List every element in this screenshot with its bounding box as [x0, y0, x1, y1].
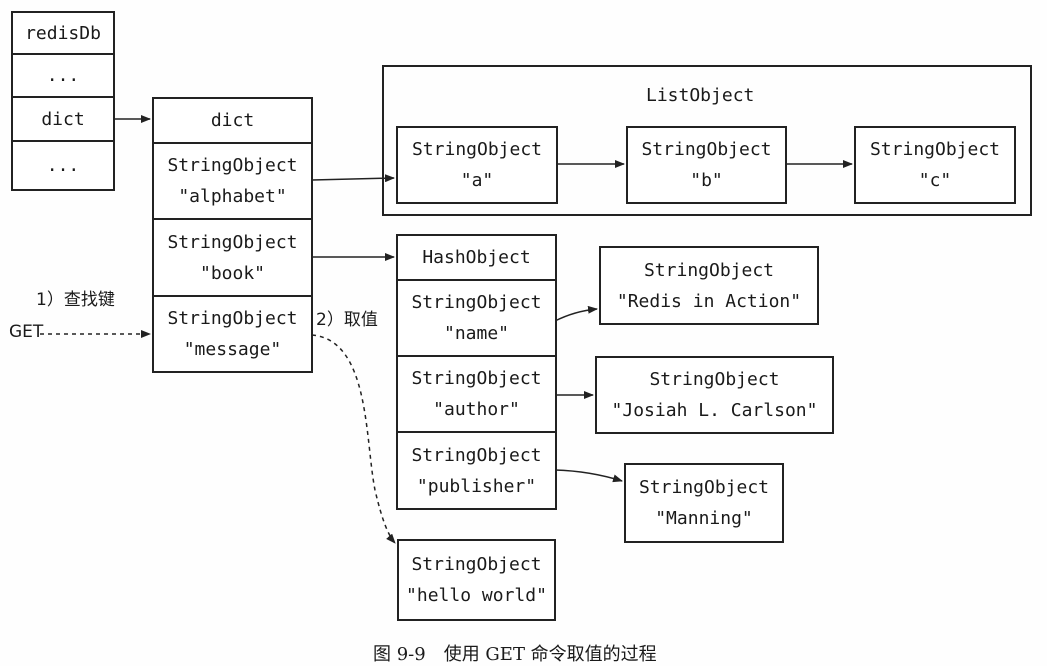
arrow-publisher-to-value [554, 469, 623, 483]
arrow-name-to-value [554, 305, 598, 322]
figure-caption: 图 9-9 使用 GET 命令取值的过程 [373, 644, 657, 665]
hash-field-type: StringObject [411, 444, 542, 466]
get-command-label: GET [9, 322, 44, 342]
hash-value-type: StringObject [638, 477, 770, 498]
list-object-title: ListObject [646, 85, 755, 106]
hash-field-key: "name" [443, 323, 510, 344]
list-item-type: StringObject [411, 139, 543, 160]
step2-label: 2）取值 [316, 310, 378, 330]
redisdb-header: redisDb [11, 11, 115, 55]
hash-field-key: "author" [433, 399, 520, 420]
dict-entry-type: StringObject [167, 231, 298, 253]
hash-field-key: "publisher" [416, 475, 537, 497]
hash-value-text: "Redis in Action" [616, 290, 802, 312]
dict-entry-book: StringObject "book" [152, 218, 313, 297]
redisdb-ellipsis-1: ... [11, 53, 115, 98]
dict-entry-key: "message" [183, 339, 282, 360]
list-item-c: StringObject "c" [854, 126, 1016, 204]
hash-value-publisher: StringObject "Manning" [624, 463, 784, 543]
arrow-alphabet-to-list [311, 174, 395, 183]
result-type: StringObject [411, 554, 542, 575]
hash-field-type: StringObject [411, 292, 542, 313]
hash-value-type: StringObject [643, 259, 775, 281]
dict-entry-message: StringObject "message" [152, 295, 313, 373]
redisdb-ellipsis-2: ... [11, 140, 115, 191]
dict-entry-key: "alphabet" [178, 186, 287, 207]
dict-entry-type: StringObject [167, 308, 298, 329]
hash-field-publisher: StringObject "publisher" [396, 431, 557, 510]
dict-entry-alphabet: StringObject "alphabet" [152, 142, 313, 220]
hash-field-type: StringObject [411, 368, 542, 389]
hash-value-author: StringObject "Josiah L. Carlson" [595, 356, 834, 434]
list-item-value: "b" [690, 170, 723, 191]
dict-header: dict [152, 97, 313, 144]
list-item-value: "a" [460, 170, 494, 191]
result-value: "hello world" [406, 585, 547, 606]
hash-value-name: StringObject "Redis in Action" [599, 246, 819, 325]
step1-label: 1）查找键 [36, 290, 115, 310]
list-item-b: StringObject "b" [626, 126, 787, 204]
list-item-a: StringObject "a" [396, 126, 558, 204]
list-object-frame [382, 65, 1032, 216]
hash-value-text: "Manning" [655, 508, 753, 529]
list-item-value: "c" [918, 170, 952, 191]
hash-field-author: StringObject "author" [396, 355, 557, 433]
result-hello-world: StringObject "hello world" [397, 539, 556, 621]
hash-value-text: "Josiah L. Carlson" [611, 400, 818, 421]
hash-value-type: StringObject [649, 369, 780, 390]
arrow-message-to-result [311, 334, 396, 544]
dict-entry-key: "book" [199, 262, 266, 284]
list-item-type: StringObject [869, 139, 1001, 160]
hash-field-name: StringObject "name" [396, 279, 557, 357]
list-item-type: StringObject [641, 139, 772, 160]
hash-object-header: HashObject [396, 234, 557, 281]
redisdb-dict-field: dict [11, 96, 115, 142]
dict-entry-type: StringObject [167, 155, 298, 176]
